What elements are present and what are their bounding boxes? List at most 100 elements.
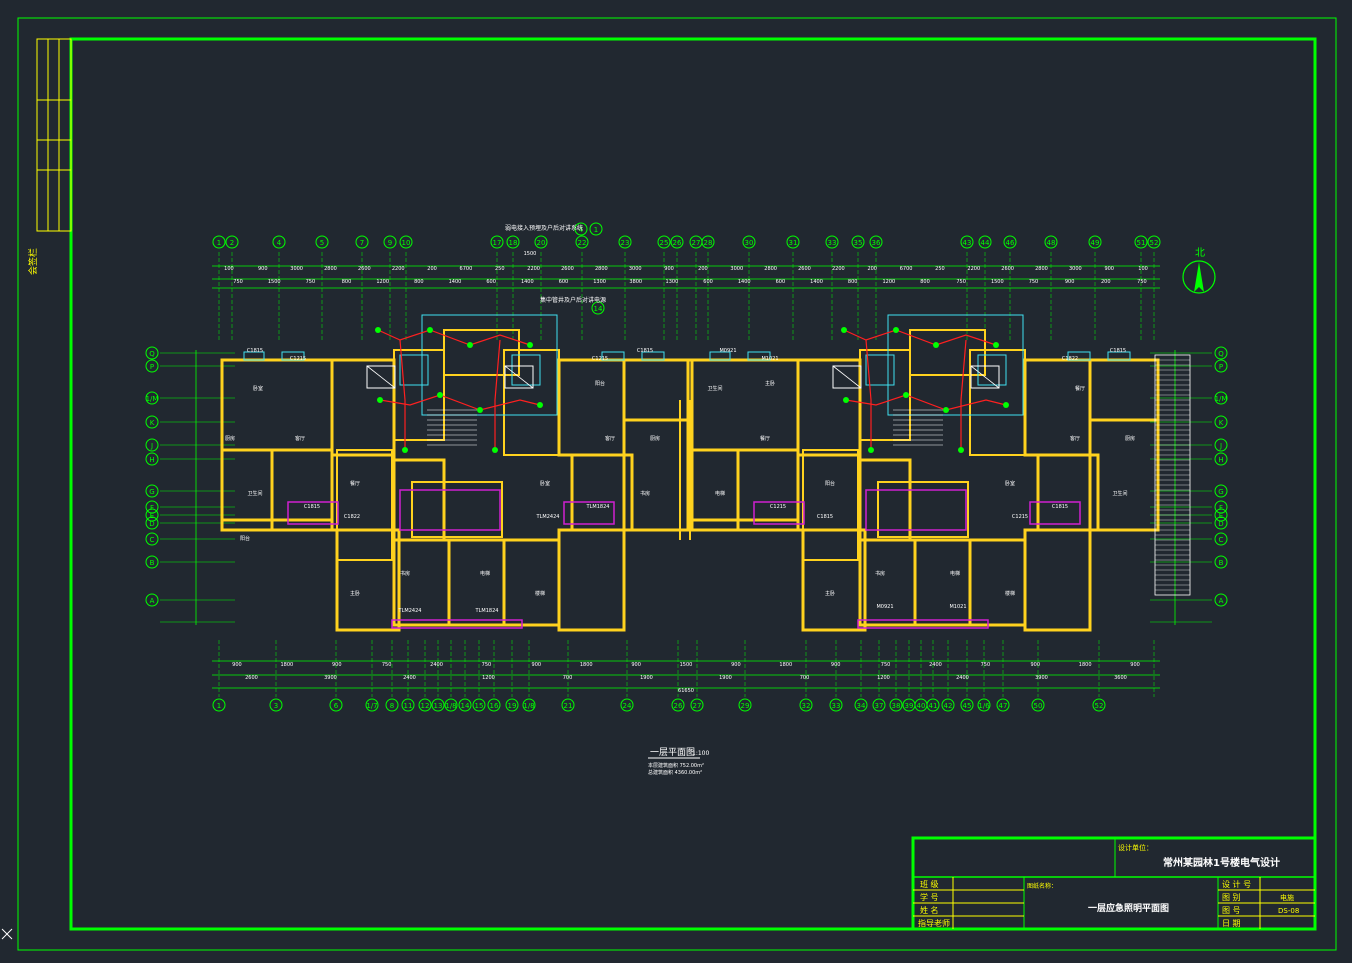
wall xyxy=(877,481,969,538)
fixture xyxy=(887,314,1024,416)
emergency-light-icon xyxy=(477,407,483,413)
room-label: 厨房 xyxy=(225,435,235,442)
dim-text-bottom: 750 xyxy=(482,662,492,668)
dim-text-top: 200 xyxy=(867,266,877,272)
wall-partition xyxy=(399,489,501,531)
left-signature-strip xyxy=(36,38,72,232)
dim-text-bottom: 900 xyxy=(232,662,242,668)
axis-bubble-right xyxy=(1214,359,1228,373)
axis-bubble-top xyxy=(1044,235,1058,249)
dim-text-bottom: 900 xyxy=(1130,662,1140,668)
axis-bubble-bottom-label: 6 xyxy=(334,702,339,710)
wall xyxy=(335,528,401,632)
wire xyxy=(843,329,997,346)
dim-text-top: 1500 xyxy=(991,279,1004,285)
dim-text-top: 600 xyxy=(486,279,496,285)
axis-bubble-top xyxy=(225,235,239,249)
axis-bubble-top-label: 10 xyxy=(402,239,411,247)
axis-bubble-top xyxy=(399,235,413,249)
tb-row-left-1: 班 级 xyxy=(920,879,939,889)
dim-text-bottom: 3900 xyxy=(324,675,337,681)
axis-bubble-bottom-label: 34 xyxy=(857,702,866,710)
window-tag: M1021 xyxy=(949,604,966,610)
emergency-light-icon xyxy=(377,397,383,403)
dim-text-bottom: 1500 xyxy=(680,662,693,668)
dim-text-top: 750 xyxy=(956,279,966,285)
wall xyxy=(330,453,396,532)
window-tag: C1815 xyxy=(247,348,263,354)
room-label: 餐厅 xyxy=(760,435,770,442)
axis-bubble-left xyxy=(145,415,159,429)
axis-bubble-top xyxy=(506,235,520,249)
dim-text-top: 800 xyxy=(920,279,930,285)
axis-bubble-top xyxy=(869,235,883,249)
window-tag: C1822 xyxy=(1062,356,1078,362)
axis-bubble-bottom xyxy=(738,698,752,712)
wall-partition xyxy=(1029,501,1081,525)
wall xyxy=(330,358,396,457)
axis-bubble-left-label: D xyxy=(149,520,154,528)
wall-partition xyxy=(857,619,989,629)
emergency-light-icon xyxy=(375,327,381,333)
dim-text-bottom: 1900 xyxy=(719,675,732,681)
axis-bubble-bottom xyxy=(487,698,501,712)
axis-bubble-top-label: 22 xyxy=(578,239,587,247)
wall xyxy=(220,358,334,522)
tb-row-left-2: 学 号 xyxy=(920,892,939,902)
axis-bubble-top-label: 5 xyxy=(320,239,324,247)
axis-bubble-bottom xyxy=(418,698,432,712)
wall xyxy=(858,458,912,542)
emergency-light-icon xyxy=(933,342,939,348)
axis-bubble-top xyxy=(575,235,589,249)
room-label: 卧室 xyxy=(540,480,550,487)
window-tag: TLM1824 xyxy=(586,504,610,510)
axis-bubble-bottom xyxy=(829,698,843,712)
north-arrow-label: 北 xyxy=(1195,247,1205,259)
wall xyxy=(1088,358,1160,422)
elevator-icon xyxy=(832,365,862,389)
dim-text-bottom: 2400 xyxy=(956,675,969,681)
dim-text-bottom: 900 xyxy=(1030,662,1040,668)
axis-bubble-top xyxy=(851,235,865,249)
axis-bubble-left-label: H xyxy=(149,456,154,464)
room-label: 主卧 xyxy=(350,590,360,597)
axis-bubble-bottom-label: 1/7 xyxy=(366,702,377,710)
dim-text-top: 1200 xyxy=(376,279,389,285)
axis-bubble-bottom-label: 16 xyxy=(490,702,499,710)
wall xyxy=(736,448,800,532)
window-tag: M1021 xyxy=(761,356,778,362)
dim-text-bottom: 1800 xyxy=(1079,662,1092,668)
wall xyxy=(802,449,859,561)
axis-bubble-top xyxy=(355,235,369,249)
window-tag: C1815 xyxy=(1052,504,1068,510)
axis-bubble-right xyxy=(1214,452,1228,466)
wall xyxy=(1023,358,1092,457)
axis-bubble-bottom-label: 52 xyxy=(1095,702,1104,710)
wall xyxy=(686,448,740,532)
room-label: 阳台 xyxy=(595,380,605,387)
axis-bubble-bottom xyxy=(522,698,536,712)
axis-bubble-left xyxy=(145,359,159,373)
dim-text-bottom: 900 xyxy=(731,662,741,668)
section-marker xyxy=(574,222,588,236)
axis-bubble-bottom xyxy=(1031,698,1045,712)
room-label: 卫生间 xyxy=(247,490,262,497)
axis-bubble-right-label: G xyxy=(1218,488,1223,496)
dim-text-top: 2200 xyxy=(832,266,845,272)
axis-bubble-left xyxy=(145,346,159,360)
section-marker-label: 14 xyxy=(594,305,603,313)
north-arrow xyxy=(1182,260,1216,294)
wall-partition xyxy=(865,489,967,531)
note-top-1: 弱电接入预埋及户后对讲系统 xyxy=(505,224,583,232)
dim-text-top: 2600 xyxy=(561,266,574,272)
axis-bubble-bottom xyxy=(444,698,458,712)
axis-bubble-top xyxy=(701,235,715,249)
window-tag: M0921 xyxy=(719,348,736,354)
room-label: 餐厅 xyxy=(350,480,360,487)
dim-text-top: 3800 xyxy=(629,279,642,285)
elevator-icon xyxy=(504,365,534,389)
dim-text-top: 2600 xyxy=(1001,266,1014,272)
axis-bubble-top-label: 31 xyxy=(789,239,798,247)
